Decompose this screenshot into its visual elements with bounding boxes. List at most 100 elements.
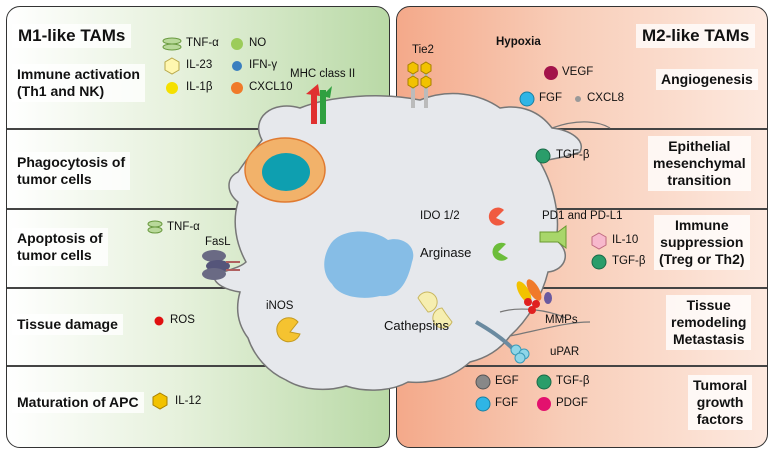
row-tumoral-growth: Tumoral growth factors [688,375,753,430]
row-phagocytosis-line1: Phagocytosis of [17,154,126,170]
row-immune-suppression-line2: suppression [660,234,744,250]
il23-icon [164,57,180,75]
arginase-icon [492,242,508,261]
cathepsin-icon-2 [432,307,453,329]
label-upar: uPAR [550,346,580,358]
phagocytosed-tumor-nucleus [262,153,310,191]
row-tumoral-growth-line3: factors [696,411,744,427]
row-immune-activation-line1: Immune activation [17,66,140,82]
row-phagocytosis-line2: tumor cells [17,171,92,187]
il10-icon [591,232,607,250]
label-tgfb-imm: TGF-β [612,255,646,267]
row-maturation-apc-line1: Maturation of APC [17,394,139,410]
row-angiogenesis-line1: Angiogenesis [661,71,753,87]
label-apoptosis-tnf: TNF-α [167,221,200,233]
row-emt-line2: mesenchymal [653,155,746,171]
row-phagocytosis: Phagocytosis of tumor cells [12,152,131,190]
tgfb-emt-icon [535,148,551,164]
label-pdgf: PDGF [556,397,588,409]
filopodium-1 [551,121,611,129]
label-hypoxia: Hypoxia [496,36,541,48]
upar-icon [475,320,530,364]
row-tissue-remodeling: Tissue remodeling Metastasis [666,295,752,350]
label-no: NO [249,37,267,49]
egf-icon [475,374,491,390]
mmps-icon [516,279,552,314]
label-fasl: FasL [205,236,231,248]
fgf-icon [519,91,535,107]
m2-title: M2-like TAMs [636,24,756,48]
right-divider-1 [397,128,767,130]
label-il1b: IL-1β [186,81,213,93]
il1b-icon [166,82,178,94]
row-immune-suppression-line3: (Treg or Th2) [659,251,745,267]
vegf-icon [544,66,558,80]
apoptosis-tnf-icon [147,220,163,234]
label-ido: IDO 1/2 [420,210,460,222]
label-fgf: FGF [539,92,562,104]
m1-title: M1-like TAMs [12,24,132,48]
label-cxcl8: CXCL8 [587,92,625,104]
row-tissue-damage: Tissue damage [12,314,123,335]
label-pd1: PD1 and PD-L1 [542,210,623,222]
fasl-icon [202,250,240,280]
label-inos: iNOS [266,300,294,312]
fgf-growth-icon [475,396,491,412]
mhc-class-ii-icon [306,84,332,124]
left-divider-2 [7,208,389,210]
label-mmps: MMPs [545,314,578,326]
row-immune-suppression-line1: Immune [674,217,729,233]
right-divider-3 [397,287,767,289]
label-fgf-growth: FGF [495,397,518,409]
row-tumoral-growth-line1: Tumoral [693,377,748,393]
label-arginase: Arginase [420,245,472,260]
label-il23: IL-23 [186,59,213,71]
label-ros: ROS [170,314,195,326]
il12-icon [152,392,168,410]
label-tgfb-growth: TGF-β [556,375,590,387]
no-icon [231,38,243,50]
label-cathepsins: Cathepsins [384,318,450,333]
row-angiogenesis: Angiogenesis [656,69,758,90]
row-maturation-apc: Maturation of APC [12,392,144,413]
row-apoptosis-line1: Apoptosis of [17,230,103,246]
label-egf: EGF [495,375,519,387]
label-il12: IL-12 [175,395,202,407]
row-tissue-damage-line1: Tissue damage [17,316,118,332]
row-tumoral-growth-line2: growth [696,394,744,410]
label-vegf: VEGF [562,66,594,78]
label-tnf: TNF-α [186,37,219,49]
inos-icon [276,317,301,343]
ido-icon [488,207,505,226]
label-cxcl10: CXCL10 [249,81,293,93]
row-emt: Epithelial mesenchymal transition [648,136,751,191]
row-immune-activation: Immune activation (Th1 and NK) [12,64,145,102]
cxcl10-icon [231,82,243,94]
row-tissue-remodeling-line1: Tissue [686,297,731,313]
pdgf-icon [537,397,551,411]
cell-nucleus [324,231,414,298]
left-divider-3 [7,287,389,289]
row-apoptosis: Apoptosis of tumor cells [12,228,108,266]
label-ifn: IFN-γ [249,59,278,71]
tgfb-imm-icon [591,254,607,270]
right-divider-4 [397,365,767,367]
row-immune-activation-line2: (Th1 and NK) [17,83,105,99]
label-tgfb-emt: TGF-β [556,149,590,161]
ifn-icon [232,61,242,71]
pd1-receptor-icon [539,225,567,249]
label-tie2: Tie2 [412,44,434,56]
ros-icon [154,316,164,326]
cxcl8-icon [575,96,581,102]
label-mhc: MHC class II [290,68,356,80]
label-il10: IL-10 [612,234,639,246]
cathepsin-icon-1 [417,291,438,313]
tgfb-growth-icon [536,374,552,390]
row-apoptosis-line2: tumor cells [17,247,92,263]
tie2-icon [407,61,432,108]
right-divider-2 [397,208,767,210]
row-emt-line1: Epithelial [668,138,731,154]
row-emt-line3: transition [667,172,732,188]
left-divider-4 [7,365,389,367]
